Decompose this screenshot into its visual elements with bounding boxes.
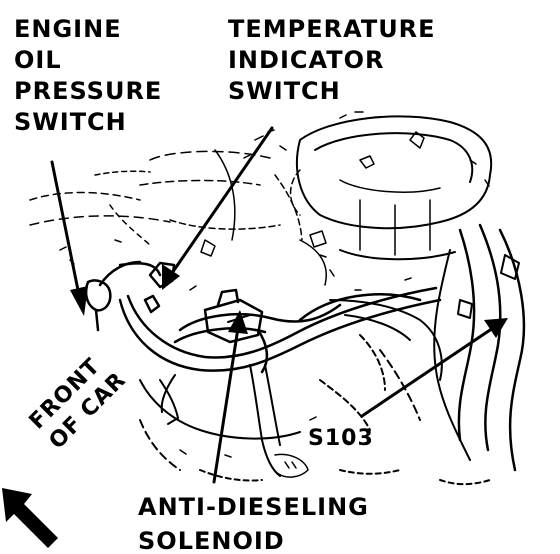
air-cleaner-housing xyxy=(289,115,493,261)
oil-switch-arrowhead xyxy=(70,286,88,316)
s103-arrowhead xyxy=(484,318,508,338)
solenoid-arrowhead xyxy=(228,310,248,334)
solenoid-body xyxy=(203,288,269,374)
plug-wires xyxy=(433,223,526,472)
oil-switch-assembly xyxy=(84,261,176,332)
label-line: PRESSURE xyxy=(14,77,163,105)
leader-arrows xyxy=(50,126,498,484)
label-line: SWITCH xyxy=(14,108,127,136)
anti-dieseling-solenoid-label: ANTI-DIESELING SOLENOID xyxy=(138,490,369,554)
label-line: TEMPERATURE xyxy=(228,15,436,43)
label-line: SWITCH xyxy=(228,77,341,105)
front-of-car-arrow xyxy=(2,488,58,548)
label-line: INDICATOR xyxy=(228,46,385,74)
lower-engine xyxy=(139,299,491,486)
label-line: ENGINE xyxy=(14,15,122,43)
label-line: OIL xyxy=(14,46,62,74)
engine-oil-pressure-switch-label: ENGINE OIL PRESSURE SWITCH xyxy=(14,14,162,138)
wiring-harness xyxy=(98,260,442,372)
engine-block xyxy=(29,149,327,286)
label-line: ANTI-DIESELING xyxy=(138,493,369,521)
s103-label: S103 xyxy=(308,426,374,451)
arrowheads xyxy=(2,264,508,548)
temperature-indicator-switch-label: TEMPERATURE INDICATOR SWITCH xyxy=(228,14,436,107)
temp-switch-arrowhead xyxy=(162,264,180,290)
label-line: SOLENOID xyxy=(138,527,285,554)
texture-marks xyxy=(59,111,490,458)
